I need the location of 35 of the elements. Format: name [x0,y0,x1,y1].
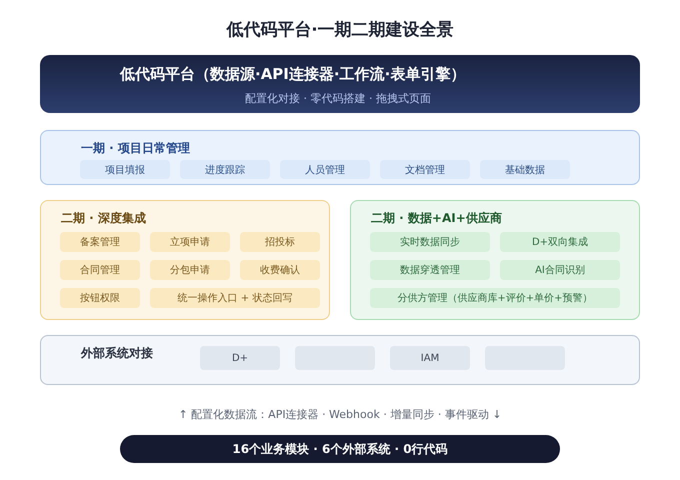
phase-panel [40,130,640,185]
data-flow-note: ↑ 配置化数据流：API连接器 · Webhook · 增量同步 · 事件驱动 ↓ [177,407,503,422]
phase-panel [350,200,640,320]
module-tag: 分包申请 [150,260,230,280]
module-tag: 立项申请 [150,232,230,252]
module-tag: 备案管理 [60,232,140,252]
module-tag: 项目填报 [80,160,170,179]
summary-text: 16个业务模块 · 6个外部系统 · 0行代码 [231,441,449,458]
module-tag: 进度跟踪 [180,160,270,179]
module-tag: 收费确认 [240,260,320,280]
module-tag: 文档管理 [380,160,470,179]
module-tag: 实时数据同步 [370,232,490,252]
module-tag: 基础数据 [480,160,570,179]
module-tag: D+双向集成 [500,232,620,252]
panel-heading: 二期 · 深度集成 [61,210,146,227]
module-tag: 分供方管理（供应商库+评价+单价+预警） [370,288,620,308]
phase-panel [40,200,330,320]
phase-panel [40,335,640,385]
panel-heading: 二期 · 数据+AI+供应商 [371,210,502,227]
panel-heading: 外部系统对接 [81,345,153,362]
module-tag: 按钮权限 [60,288,140,308]
module-tag: 人员管理 [280,160,370,179]
module-tag: IAM [390,346,470,370]
diagram-title: 低代码平台·一期二期建设全景 [225,19,455,41]
module-tag: D+ [200,346,280,370]
module-tag: 数据穿透管理 [370,260,490,280]
banner-subtitle: 配置化对接 · 零代码搭建 · 拖拽式页面 [245,91,431,106]
module-tag: 合同管理 [60,260,140,280]
summary-bar [120,435,560,463]
module-tag: 统一操作入口 + 状态回写 [150,288,320,308]
platform-banner [40,55,640,113]
module-tag: AI合同识别 [500,260,620,280]
banner-title: 低代码平台（数据源·API连接器·工作流·表单引擎） [120,65,466,84]
module-tag: 招投标 [240,232,320,252]
panel-heading: 一期 · 项目日常管理 [81,140,190,157]
